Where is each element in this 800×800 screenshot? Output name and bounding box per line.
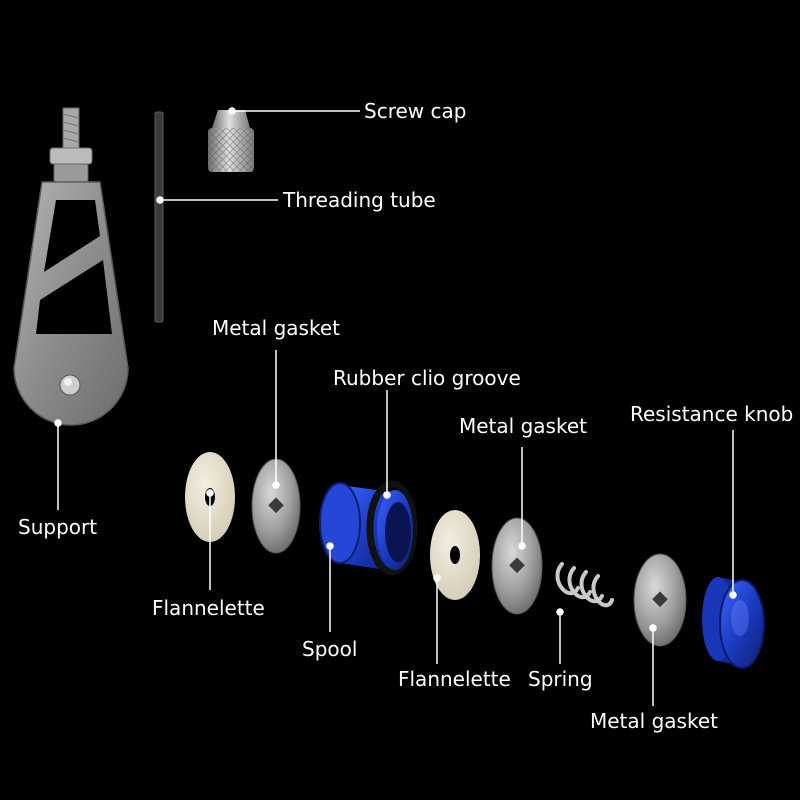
label-resistance-knob: Resistance knob: [630, 402, 794, 426]
screw-cap-part: [208, 110, 254, 172]
label-flannelette-2: Flannelette: [398, 667, 511, 691]
support-part: [13, 107, 129, 426]
label-support: Support: [18, 515, 98, 539]
metal-gasket-1-part: [251, 458, 301, 554]
label-spool: Spool: [302, 637, 358, 661]
resistance-knob-part: [702, 577, 765, 669]
spring-part: [555, 562, 614, 608]
spool-part: [319, 480, 418, 576]
label-metal-gasket-2: Metal gasket: [459, 414, 587, 438]
label-rubber-clio-groove: Rubber clio groove: [333, 366, 521, 390]
threading-tube-part: [154, 111, 164, 323]
leader-lines: [54, 107, 737, 706]
label-metal-gasket-1: Metal gasket: [212, 316, 340, 340]
label-spring: Spring: [528, 667, 593, 691]
flannelette-2-part: [430, 510, 480, 600]
label-threading-tube: Threading tube: [283, 188, 436, 212]
label-screw-cap: Screw cap: [364, 99, 467, 123]
label-flannelette-1: Flannelette: [152, 596, 265, 620]
metal-gasket-2-part: [491, 517, 543, 615]
metal-gasket-3-part: [633, 553, 687, 647]
label-metal-gasket-3: Metal gasket: [590, 709, 718, 733]
